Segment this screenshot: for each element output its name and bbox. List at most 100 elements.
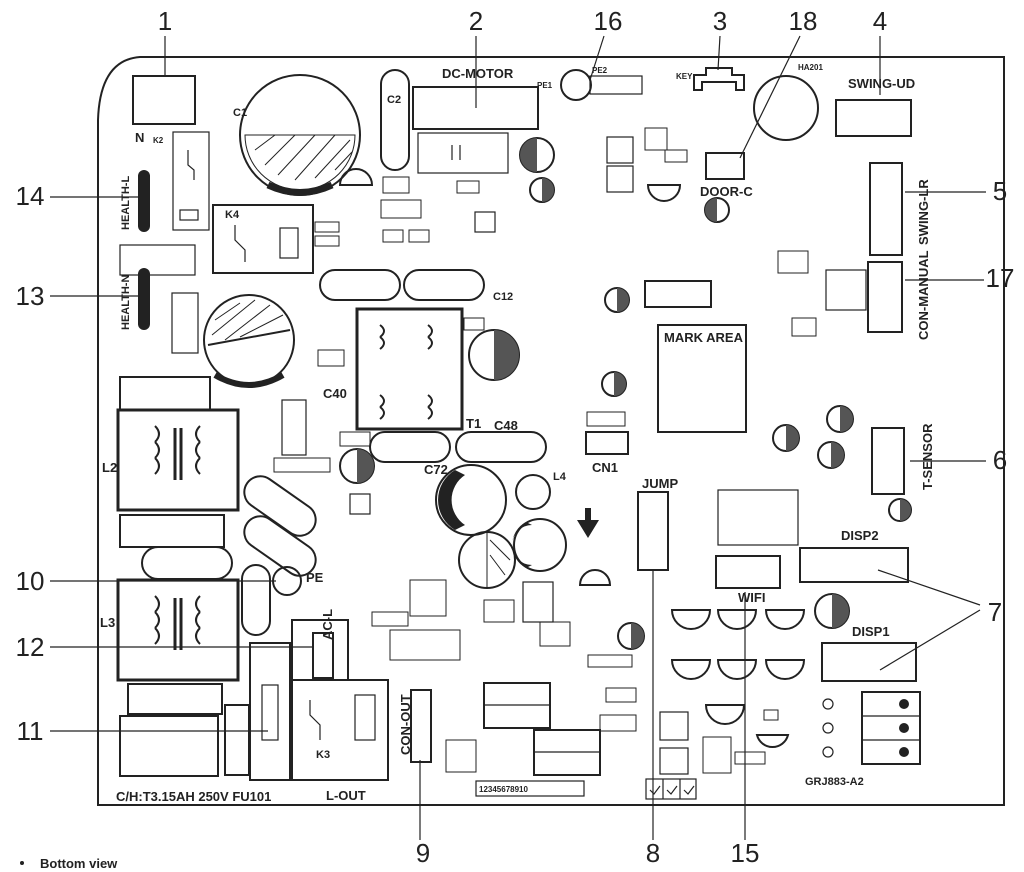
- n-terminal-label: N: [135, 130, 144, 145]
- pe2-pad: [589, 75, 643, 95]
- capacitor-c64-b: [243, 515, 317, 577]
- l3-coil-right: [195, 595, 201, 645]
- c72-band: [438, 470, 465, 530]
- disp2-connector: [799, 547, 909, 583]
- pe-terminal: [272, 566, 302, 596]
- ic-u10: [281, 399, 307, 456]
- rv101: [119, 715, 219, 777]
- relay-k4: [212, 204, 314, 274]
- callout-8: 8: [646, 838, 660, 868]
- callout-7-line-a: [877, 569, 981, 606]
- inductor-l3: [116, 578, 240, 682]
- capacitor-c64-a: [243, 475, 317, 537]
- callout-18: 18: [789, 6, 818, 36]
- ha201-label: HA201: [798, 63, 823, 72]
- t1-label: T1: [466, 416, 481, 431]
- relay-k4-coil: [279, 227, 299, 259]
- tvs-array: [717, 489, 799, 546]
- callout-16-line: [589, 35, 605, 81]
- health-n-label: HEALTH-N: [120, 275, 132, 330]
- c43-fill: [357, 449, 374, 483]
- callout-9: 9: [416, 838, 430, 868]
- t1-coil-d: [427, 394, 433, 420]
- callout-14: 14: [16, 181, 45, 211]
- capacitor-c57: [513, 518, 567, 572]
- disp1-label: DISP1: [852, 624, 890, 639]
- callout-16: 16: [594, 6, 623, 36]
- t1-coil-c: [379, 394, 385, 420]
- board-code: GRJ883-A2: [805, 776, 864, 788]
- output-resistor-block: [822, 691, 921, 765]
- ic-u3: [349, 493, 371, 515]
- t1-coil-b: [427, 324, 433, 350]
- b271: [644, 280, 712, 308]
- health-l-label: HEALTH-L: [120, 176, 132, 230]
- pe2-terminal: [560, 69, 592, 101]
- c1-label: C1: [233, 107, 247, 119]
- capacitor-c48-b: [455, 431, 547, 463]
- k2-label: K2: [153, 136, 164, 145]
- c40-label: C40: [323, 386, 347, 401]
- check-mark-block: [645, 778, 697, 800]
- pe2-label: PE2: [592, 66, 608, 75]
- wifi-label: WIFI: [738, 590, 765, 605]
- capacitor-c62: [141, 546, 233, 580]
- rntc2: [119, 244, 196, 276]
- down-arrow-icon: [577, 508, 599, 538]
- callout-15: 15: [731, 838, 760, 868]
- con-out-connector: [410, 689, 432, 763]
- t-sensor-connector: [871, 427, 905, 495]
- relay-k3-coil: [354, 694, 376, 741]
- capacitor-c2: [380, 69, 410, 171]
- callout-6: 6: [993, 445, 1007, 475]
- callout-11: 11: [17, 716, 44, 746]
- pe1-label: PE1: [537, 81, 553, 90]
- l3-label: L3: [100, 615, 115, 630]
- fuse-rating: C/H:T3.15AH 250V FU101: [116, 789, 271, 804]
- l2-label: L2: [102, 460, 117, 475]
- rntc01: [224, 704, 250, 776]
- callout-3: 3: [713, 6, 727, 36]
- key-switch: [693, 67, 745, 91]
- door-c-connector: [705, 152, 745, 180]
- callout-7-line-b: [879, 609, 981, 671]
- ic-u7: [474, 211, 496, 233]
- inductor-l4: [515, 474, 551, 510]
- con-out-label: CON-OUT: [398, 694, 413, 755]
- c48-label: C48: [494, 418, 518, 433]
- c72-label: C72: [424, 462, 448, 477]
- capacitor-c12-b: [403, 269, 485, 301]
- transistor-array: [338, 168, 806, 748]
- callout-18-line: [739, 35, 801, 159]
- l-out-label: L-OUT: [326, 788, 366, 803]
- pin-strip: [475, 780, 585, 797]
- callout-1: 1: [158, 6, 172, 36]
- callout-4: 4: [873, 6, 887, 36]
- health-l-connector: [138, 170, 150, 232]
- l3-coil-left: [154, 595, 160, 645]
- ic-l8: [522, 581, 554, 623]
- k4-label: K4: [225, 209, 240, 221]
- con-manual-label: CON-MANUAL: [916, 250, 931, 340]
- con-manual-connector: [867, 261, 903, 333]
- inductor-l2: [116, 408, 240, 512]
- fuse-fu101: [249, 642, 291, 781]
- dc-motor-label: DC-MOTOR: [442, 66, 514, 81]
- buzzer-ha201: [753, 75, 819, 141]
- c14-fill: [494, 330, 519, 380]
- capacitor-c23: [119, 514, 225, 548]
- c12-label: C12: [493, 291, 513, 303]
- ac-l-pin: [312, 632, 334, 679]
- callout-5: 5: [993, 176, 1007, 206]
- tvs-block: [825, 269, 867, 311]
- transformer-t1: [355, 307, 464, 431]
- board-outline: [97, 56, 1005, 806]
- relay-k2-coil: [179, 209, 199, 221]
- capacitor-c7: [119, 376, 211, 411]
- dc-motor-connector: [412, 86, 539, 130]
- mark-area: [657, 324, 747, 433]
- swing-lr-label: SWING-LR: [916, 179, 931, 245]
- cn1-connector: [585, 431, 629, 455]
- l2-coil-left: [154, 425, 160, 475]
